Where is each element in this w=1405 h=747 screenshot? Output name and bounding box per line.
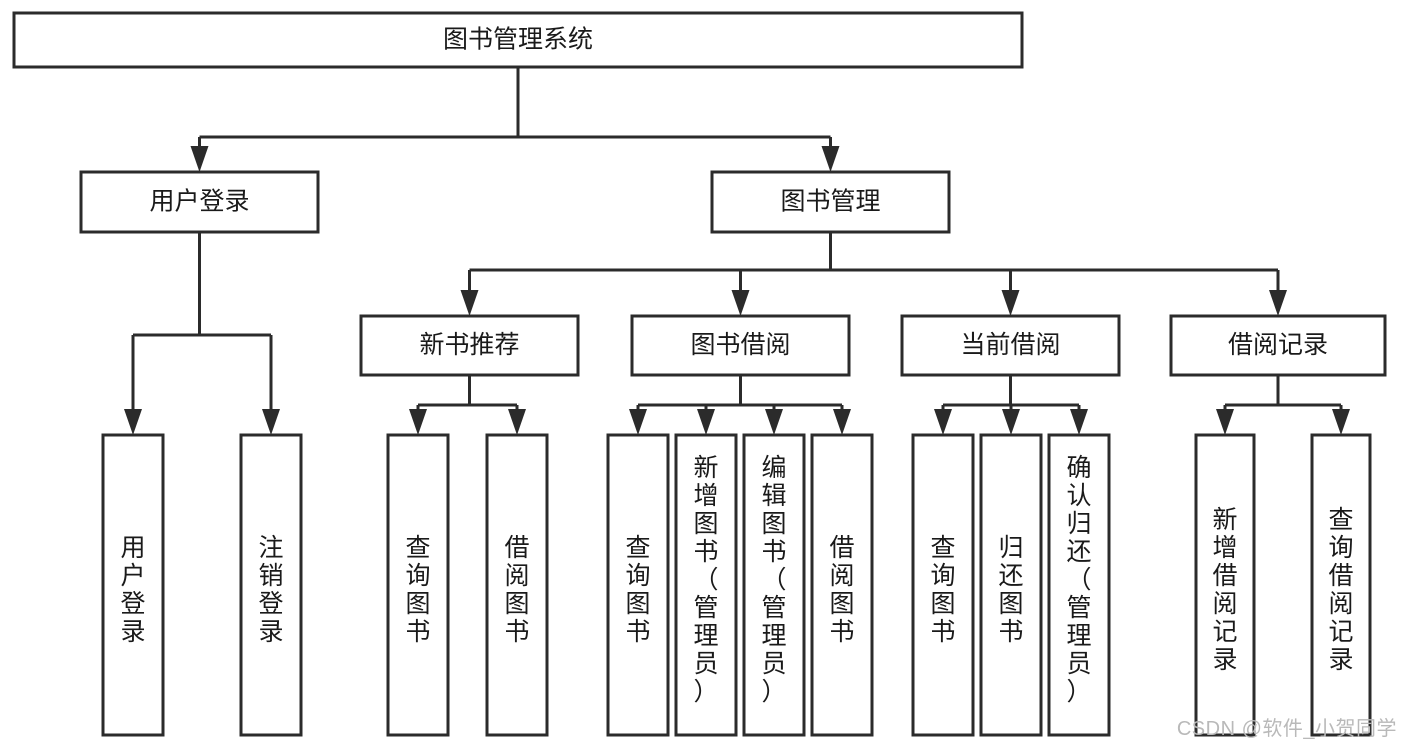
level2-node-用户登录[interactable]: 用户登录 <box>79 170 320 234</box>
leaf-node-编辑图书（管理员）[interactable]: 编辑图书（管理员） <box>742 433 806 737</box>
node-box[interactable] <box>710 170 951 234</box>
level3-node-当前借阅[interactable]: 当前借阅 <box>900 314 1121 377</box>
node-label: 查询借阅记录 <box>1328 506 1353 674</box>
node-label: 图书管理 <box>780 188 880 216</box>
arrow-head <box>731 290 750 316</box>
leaf-node-新增图书（管理员）[interactable]: 新增图书（管理员） <box>674 433 738 737</box>
node-box[interactable] <box>810 433 874 737</box>
node-box[interactable] <box>386 433 450 737</box>
node-label: 新增借阅记录 <box>1212 506 1237 674</box>
leaf-node-查询借阅记录[interactable]: 查询借阅记录 <box>1310 433 1372 737</box>
node-label: 借阅记录 <box>1228 331 1328 359</box>
leaf-node-用户登录[interactable]: 用户登录 <box>101 433 165 737</box>
leaf-node-查询图书[interactable]: 查询图书 <box>606 433 670 737</box>
node-box[interactable] <box>101 433 165 737</box>
leaf-node-归还图书[interactable]: 归还图书 <box>979 433 1043 737</box>
node-box[interactable] <box>1169 314 1387 377</box>
leaf-node-确认归还（管理员）[interactable]: 确认归还（管理员） <box>1047 433 1111 737</box>
arrow-head <box>1002 409 1020 435</box>
root-node-图书管理系统[interactable]: 图书管理系统 <box>12 11 1024 69</box>
node-box[interactable] <box>979 433 1043 737</box>
node-label: 查询图书 <box>930 534 955 646</box>
leaf-node-新增借阅记录[interactable]: 新增借阅记录 <box>1194 433 1256 737</box>
node-box[interactable] <box>79 170 320 234</box>
node-label: 查询图书 <box>625 534 650 646</box>
connector-layer <box>124 67 1350 435</box>
arrow-head <box>934 409 952 435</box>
node-label: 用户登录 <box>149 188 249 216</box>
level3-node-新书推荐[interactable]: 新书推荐 <box>359 314 580 377</box>
node-box[interactable] <box>485 433 549 737</box>
node-label: 查询图书 <box>405 534 430 646</box>
node-label: 注销登录 <box>258 534 283 646</box>
node-label: 借阅图书 <box>829 534 854 646</box>
node-box[interactable] <box>1047 433 1111 737</box>
arrow-head <box>508 409 526 435</box>
node-label: 图书借阅 <box>690 331 790 359</box>
node-label: 新增图书（管理员） <box>693 454 718 706</box>
node-box[interactable] <box>359 314 580 377</box>
node-label: 借阅图书 <box>504 534 529 646</box>
arrow-head <box>833 409 851 435</box>
arrow-head <box>697 409 715 435</box>
arrow-head <box>190 146 209 172</box>
arrow-head <box>1001 290 1020 316</box>
arrow-head <box>1216 409 1234 435</box>
node-box[interactable] <box>911 433 975 737</box>
arrow-head <box>124 409 142 435</box>
node-box[interactable] <box>900 314 1121 377</box>
node-label: 编辑图书（管理员） <box>761 454 786 706</box>
node-box[interactable] <box>1310 433 1372 737</box>
node-label: 当前借阅 <box>960 331 1060 359</box>
node-label: 归还图书 <box>998 534 1023 646</box>
level2-node-图书管理[interactable]: 图书管理 <box>710 170 951 234</box>
arrow-head <box>821 146 840 172</box>
node-box[interactable] <box>674 433 738 737</box>
level3-node-图书借阅[interactable]: 图书借阅 <box>630 314 851 377</box>
arrow-head <box>1332 409 1350 435</box>
node-box[interactable] <box>630 314 851 377</box>
arrow-head <box>629 409 647 435</box>
arrow-head <box>460 290 479 316</box>
node-layer: 图书管理系统用户登录图书管理新书推荐图书借阅当前借阅借阅记录用户登录注销登录查询… <box>12 11 1387 737</box>
leaf-node-查询图书[interactable]: 查询图书 <box>386 433 450 737</box>
arrow-head <box>409 409 427 435</box>
leaf-node-借阅图书[interactable]: 借阅图书 <box>485 433 549 737</box>
arrow-head <box>262 409 280 435</box>
node-box[interactable] <box>1194 433 1256 737</box>
node-label: 图书管理系统 <box>443 26 593 54</box>
arrow-head <box>1269 290 1287 316</box>
node-label: 确认归还（管理员） <box>1066 454 1091 706</box>
leaf-node-查询图书[interactable]: 查询图书 <box>911 433 975 737</box>
node-label: 用户登录 <box>120 534 145 646</box>
arrow-head <box>765 409 783 435</box>
level3-node-借阅记录[interactable]: 借阅记录 <box>1169 314 1387 377</box>
node-box[interactable] <box>606 433 670 737</box>
arrow-head <box>1070 409 1088 435</box>
node-box[interactable] <box>12 11 1024 69</box>
leaf-node-借阅图书[interactable]: 借阅图书 <box>810 433 874 737</box>
node-box[interactable] <box>239 433 303 737</box>
node-label: 新书推荐 <box>419 331 519 359</box>
leaf-node-注销登录[interactable]: 注销登录 <box>239 433 303 737</box>
node-box[interactable] <box>742 433 806 737</box>
